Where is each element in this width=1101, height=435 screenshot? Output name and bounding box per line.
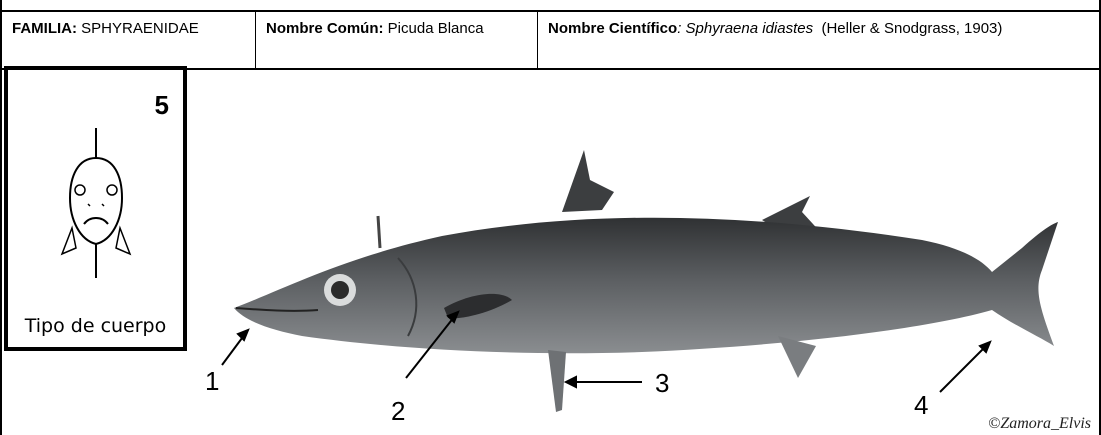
callout-1: 1 <box>205 366 219 397</box>
callout-4: 4 <box>914 390 928 421</box>
callout-3: 3 <box>655 368 669 399</box>
photo-credit: ©Zamora_Elvis <box>988 415 1091 433</box>
callout-2: 2 <box>391 396 405 427</box>
